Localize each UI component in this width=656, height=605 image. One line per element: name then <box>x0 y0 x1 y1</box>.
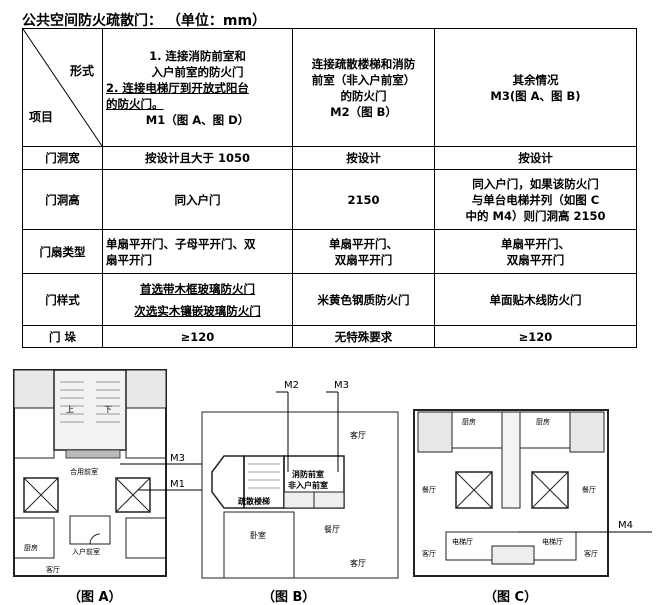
fig-a-up-label: 上 <box>66 405 74 414</box>
fig-a-entry-label: 入户前室 <box>72 547 100 556</box>
header-corner-cell: 形式 项目 <box>22 28 103 147</box>
fig-b-living-label: 客厅 <box>350 430 366 440</box>
fig-c-elevator-hall-label: 电梯厅 <box>452 537 473 546</box>
figure-c-caption: （图 C） <box>484 590 538 605</box>
figure-c-plan: M4 厨房 厨房 餐厅 餐厅 电梯厅 电梯厅 客厅 客厅 <box>413 409 652 577</box>
cell-line: 按设计且大于 1050 <box>144 151 250 165</box>
cell-m2: 米黄色钢质防火门 <box>292 273 435 326</box>
fig-c-kitchen-2-label: 厨房 <box>536 417 550 426</box>
cell-m1: 按设计且大于 1050 <box>102 146 293 170</box>
fig-c-kitchen-label: 厨房 <box>462 417 476 426</box>
table-row: 门洞宽 按设计且大于 1050 按设计 按设计 <box>22 146 637 170</box>
cell-line: ≥120 <box>180 329 215 344</box>
cell-line: 2150 <box>347 192 380 207</box>
header-m2-cell: 连接疏散楼梯和消防 前室（非入户前室） 的防火门 M2（图 B） <box>292 28 435 147</box>
cell-line: 单扇平开门、 <box>501 236 570 251</box>
fig-c-elevator-hall-2-label: 电梯厅 <box>542 537 563 546</box>
cell-line: 单面贴木线防火门 <box>489 292 582 307</box>
fig-b-m3-label: M3 <box>334 380 349 391</box>
cell-line: 中的 M4）则门洞高 2150 <box>465 208 606 223</box>
figure-a-caption: （图 A） <box>68 590 122 605</box>
cell-line: 单扇平开门、子母平开门、双 <box>106 236 256 251</box>
header-m2-line: 的防火门 <box>340 88 387 103</box>
cell-line: 双扇平开门 <box>334 252 393 267</box>
cell-m1: ≥120 <box>102 325 293 348</box>
cell-m3: 按设计 <box>434 146 637 170</box>
fig-a-living-label: 客厅 <box>46 565 60 574</box>
fig-a-hall-label: 合用前室 <box>70 467 98 476</box>
cell-line: ≥120 <box>518 329 553 344</box>
header-m3-cell: 其余情况 M3(图 A、图 B) <box>434 28 637 147</box>
cell-m1: 同入户门 <box>102 169 293 230</box>
header-m2-line: 前室（非入户前室） <box>311 72 416 87</box>
cell-line: 无特殊要求 <box>334 329 393 344</box>
figure-b-plan: M2 M3 疏散楼梯 消防前室 非入户前室 客厅 卧室 餐厅 客厅 <box>201 380 399 579</box>
cell-line: 米黄色钢质防火门 <box>317 292 410 307</box>
fig-c-dining-2-label: 餐厅 <box>582 485 596 494</box>
fig-c-dining-label: 餐厅 <box>422 485 436 494</box>
table-row: 门洞高 同入户门 2150 同入户门，如果该防火门 与单台电梯并列（如图 C 中… <box>22 169 637 230</box>
fig-c-m4-label: M4 <box>618 520 633 531</box>
header-m2-line: M2（图 B） <box>330 104 397 119</box>
figure-a-plan: 上 下 合用前室 入户前室 厨房 客厅 M3 M1 <box>13 369 202 577</box>
fig-a-m1-label: M1 <box>170 479 185 490</box>
page-title: 公共空间防火疏散门： （单位：mm） <box>22 13 267 29</box>
cell-m2: 2150 <box>292 169 435 230</box>
table-header-row: 形式 项目 1. 连接消防前室和 入户前室的防火门 2. 连接电梯厅到开放式阳台… <box>22 28 637 147</box>
cell-m1: 单扇平开门、子母平开门、双 扇平开门 <box>102 229 293 274</box>
diagonal-line <box>23 29 102 146</box>
fig-c-living-2-label: 客厅 <box>584 549 598 558</box>
fig-b-dining-label: 餐厅 <box>324 525 340 534</box>
fig-a-kitchen-label: 厨房 <box>24 543 38 552</box>
header-m1-line: 2. 连接电梯厅到开放式阳台 <box>106 80 249 95</box>
cell-line: 按设计 <box>518 151 553 165</box>
cell-m2: 无特殊要求 <box>292 325 435 348</box>
table-row: 门样式 首选带木框玻璃防火门 次选实木镶嵌玻璃防火门 米黄色钢质防火门 单面贴木… <box>22 273 637 326</box>
fig-b-fire-room-sub-label: 非入户前室 <box>288 480 328 490</box>
cell-m3: ≥120 <box>434 325 637 348</box>
fig-b-fire-room-label: 消防前室 <box>292 469 324 479</box>
header-m3-line: M3(图 A、图 B) <box>490 88 581 103</box>
table-row: 门扇类型 单扇平开门、子母平开门、双 扇平开门 单扇平开门、 双扇平开门 单扇平… <box>22 229 637 274</box>
cell-line: 与单台电梯并列（如图 C <box>471 192 600 207</box>
cell-m2: 单扇平开门、 双扇平开门 <box>292 229 435 274</box>
header-m1-cell: 1. 连接消防前室和 入户前室的防火门 2. 连接电梯厅到开放式阳台 的防火门。… <box>102 28 293 147</box>
header-m1-line: 1. 连接消防前室和 <box>149 48 246 63</box>
fig-c-living-label: 客厅 <box>422 549 436 558</box>
fire-door-table: 形式 项目 1. 连接消防前室和 入户前室的防火门 2. 连接电梯厅到开放式阳台… <box>22 28 637 348</box>
header-m1-line: M1（图 A、图 D） <box>145 112 250 127</box>
cell-line: 扇平开门 <box>106 252 152 267</box>
cell-line: 按设计 <box>346 151 381 165</box>
fig-b-m2-label: M2 <box>284 380 299 391</box>
table-row: 门 垛 ≥120 无特殊要求 ≥120 <box>22 325 637 348</box>
cell-line: 次选实木镶嵌玻璃防火门 <box>134 303 261 318</box>
row-label: 门洞宽 <box>22 146 103 170</box>
fig-b-stair-label: 疏散楼梯 <box>238 496 270 506</box>
header-form-label: 形式 <box>69 64 94 78</box>
row-label: 门扇类型 <box>22 229 103 274</box>
row-label: 门洞高 <box>22 169 103 230</box>
cell-line: 双扇平开门 <box>506 252 565 267</box>
fig-b-bedroom-label: 卧室 <box>250 530 266 540</box>
cell-line: 同入户门，如果该防火门 <box>472 176 599 191</box>
cell-line: 同入户门 <box>174 192 221 207</box>
cell-m3: 单面贴木线防火门 <box>434 273 637 326</box>
cell-m3: 同入户门，如果该防火门 与单台电梯并列（如图 C 中的 M4）则门洞高 2150 <box>434 169 637 230</box>
fig-b-living-2-label: 客厅 <box>350 558 366 568</box>
cell-line: 首选带木框玻璃防火门 <box>140 281 255 296</box>
fig-a-down-label: 下 <box>104 405 112 414</box>
row-label: 门样式 <box>22 273 103 326</box>
header-m1-line: 入户前室的防火门 <box>151 64 244 79</box>
figure-b-caption: （图 B） <box>262 590 316 605</box>
fig-a-m3-label: M3 <box>170 453 185 464</box>
row-label: 门 垛 <box>22 325 103 348</box>
cell-m2: 按设计 <box>292 146 435 170</box>
cell-m1: 首选带木框玻璃防火门 次选实木镶嵌玻璃防火门 <box>102 273 293 326</box>
cell-m3: 单扇平开门、 双扇平开门 <box>434 229 637 274</box>
header-m3-line: 其余情况 <box>512 72 559 87</box>
header-m2-line: 连接疏散楼梯和消防 <box>311 56 416 71</box>
header-item-label: 项目 <box>29 110 54 124</box>
cell-line: 单扇平开门、 <box>329 236 398 251</box>
header-m1-line: 的防火门。 <box>106 96 164 111</box>
